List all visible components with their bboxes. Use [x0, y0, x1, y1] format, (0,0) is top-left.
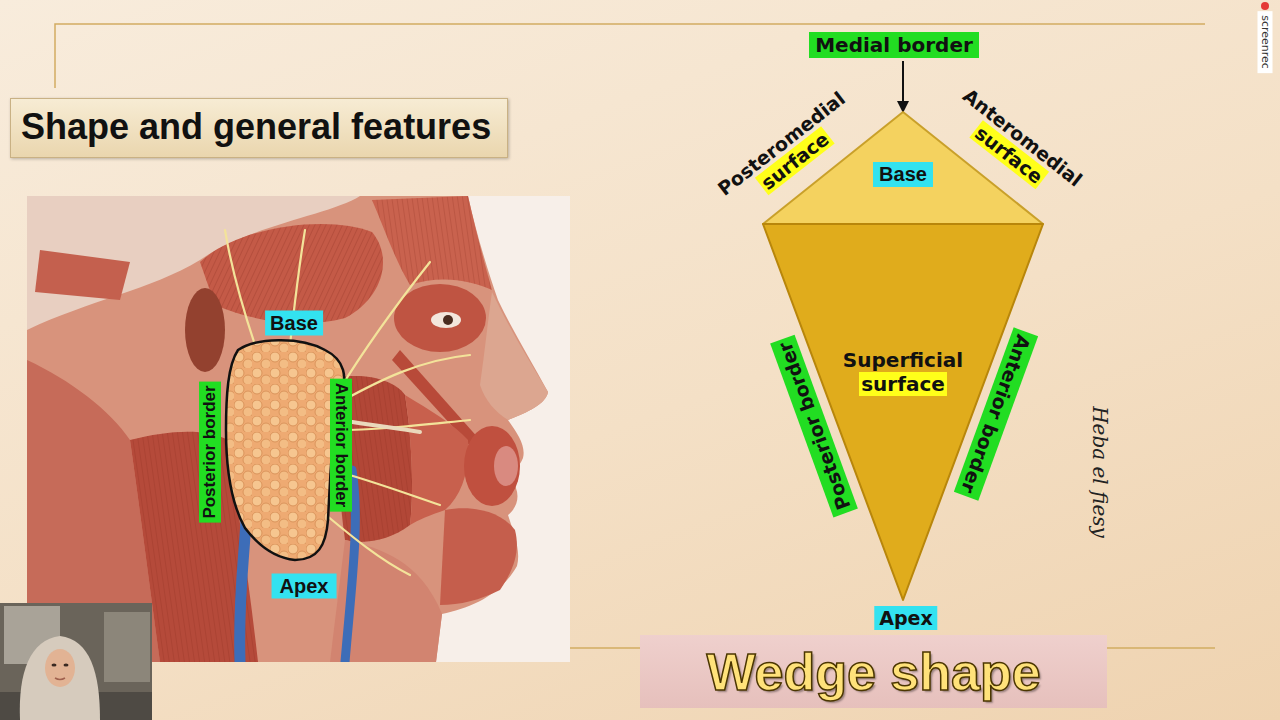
- pointer-arrow: [902, 61, 904, 113]
- orbicularis-oris: [464, 426, 520, 506]
- caption-banner: Wedge shape: [640, 635, 1107, 708]
- nerve-branch: [340, 355, 470, 402]
- picture-ground: [27, 196, 570, 662]
- retromandibular-vein: [240, 520, 246, 662]
- gland-outline: [226, 340, 344, 560]
- eye: [431, 312, 461, 328]
- iris: [443, 315, 453, 325]
- caption-text: Wedge shape: [706, 642, 1040, 702]
- base-tag: Base: [873, 162, 933, 187]
- slide-title: Shape and general features: [21, 106, 491, 148]
- title-banner: Shape and general features: [10, 98, 508, 158]
- rule-line: [55, 24, 1205, 88]
- mentalis-muscle: [440, 508, 517, 605]
- triangle-shape: [763, 224, 1043, 600]
- door: [104, 612, 150, 682]
- word: Superficial: [843, 348, 963, 372]
- highlighted-word: surface: [859, 372, 947, 396]
- headscarf: [20, 636, 100, 720]
- border-tag: Medial border: [809, 32, 979, 58]
- part-label: Apex: [272, 574, 337, 599]
- nose: [480, 292, 548, 420]
- eye: [64, 664, 69, 667]
- surface-name: Superficial surface: [821, 348, 986, 396]
- webcam-inset: [0, 603, 152, 720]
- buccinator-muscle: [405, 395, 468, 525]
- webcam-ground: [0, 603, 152, 720]
- part-label: Base: [265, 311, 323, 336]
- occipitalis-muscle: [35, 250, 130, 300]
- head-silhouette: [27, 196, 548, 662]
- mouth: [55, 678, 65, 680]
- record-dot: [1261, 2, 1269, 10]
- orbicularis-oculi: [394, 284, 486, 352]
- parotid-duct: [340, 420, 420, 432]
- facial-nerve-branches: [225, 230, 470, 575]
- frontalis-muscle: [372, 196, 492, 290]
- part-label: Apex: [874, 606, 937, 630]
- nerve-branch: [225, 230, 255, 345]
- ear-region: [185, 288, 225, 372]
- author-signature: Heba el fiesy: [1088, 406, 1112, 538]
- muscle-fibers: [372, 196, 492, 290]
- eye: [52, 664, 57, 667]
- nerve-branch: [326, 515, 410, 575]
- border-label: Anterior border: [330, 379, 352, 512]
- lips: [494, 446, 518, 486]
- nerve-branch: [338, 262, 430, 392]
- head-illustration: [27, 196, 570, 662]
- border-label: Posterior border: [199, 381, 221, 522]
- recorder-watermark: screenrec: [1258, 11, 1273, 73]
- parotid-gland: [226, 340, 344, 560]
- face: [45, 649, 75, 687]
- tag-text: Medial border: [815, 33, 973, 57]
